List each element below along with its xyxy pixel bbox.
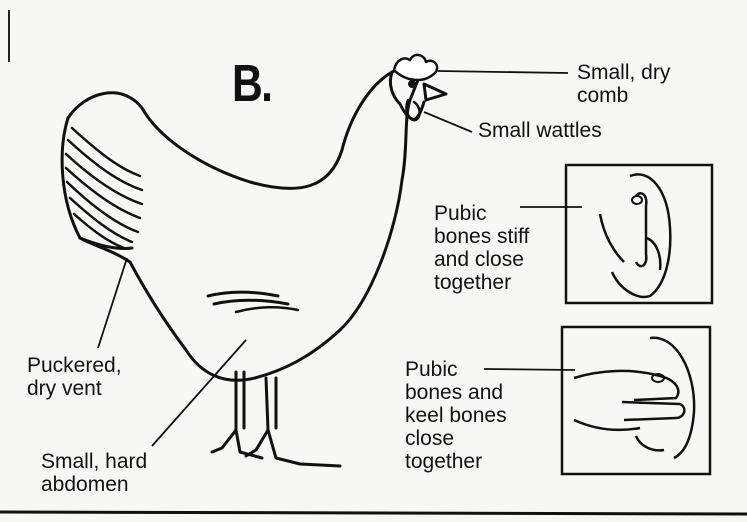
leader-abdomen xyxy=(152,340,246,446)
hen-wing-marks xyxy=(208,292,278,296)
hen-comb xyxy=(394,55,437,80)
hen-beak xyxy=(424,84,446,100)
leader-wattles xyxy=(424,112,472,132)
label-abdomen: Small, hard abdomen xyxy=(41,450,147,496)
inset-pubic-keel xyxy=(562,327,710,474)
label-pubic-keel: Pubic bones and keel bones close togethe… xyxy=(405,358,507,473)
label-vent: Puckered, dry vent xyxy=(27,354,122,400)
hen-leg-left xyxy=(212,372,262,458)
label-wattles: Small wattles xyxy=(478,119,602,142)
leader-comb xyxy=(438,71,568,73)
hen-illustration xyxy=(62,55,446,466)
hen-eye xyxy=(410,82,415,87)
label-comb: Small, dry comb xyxy=(577,61,670,107)
leader-vent xyxy=(98,258,127,348)
hen-leg-right xyxy=(246,378,340,466)
inset-pubic-stiff xyxy=(566,165,712,303)
bottom-border-line xyxy=(0,512,747,514)
panel-letter: B. xyxy=(232,58,271,110)
label-pubic-stiff: Pubic bones stiff and close together xyxy=(434,202,529,294)
